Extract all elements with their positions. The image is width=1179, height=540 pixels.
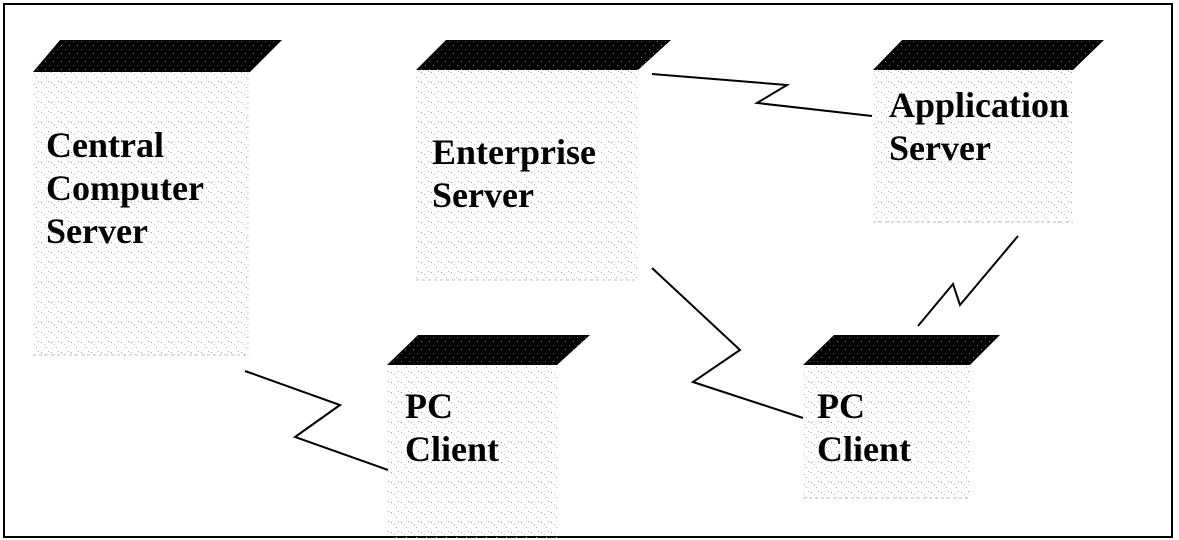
pc-client-right-label-line-1: PC (817, 386, 865, 426)
pc-client-right-label-line-2: Client (817, 429, 911, 469)
enterprise-server-label: Enterprise Server (432, 131, 596, 217)
enterprise-server-label-line-1: Enterprise (432, 132, 596, 172)
enterprise-server-node (416, 40, 671, 281)
pc-client-left-label-line-1: PC (405, 386, 453, 426)
central-server-label: Central Computer Server (46, 124, 204, 253)
link-enterprise-to-application (651, 73, 873, 117)
pc-client-right-node (803, 335, 1000, 499)
application-server-label: Application Server (889, 84, 1069, 170)
application-server-label-line-1: Application (889, 85, 1070, 125)
diagram-frame (3, 3, 1173, 538)
link-application-to-pc-right (917, 235, 1019, 327)
pc-client-left-body (387, 365, 557, 540)
pc-client-left-label: PC Client (405, 385, 499, 471)
pc-client-right-body (803, 365, 970, 498)
central-server-body (33, 72, 248, 355)
application-server-node (873, 40, 1104, 223)
link-enterprise-to-pc-right (651, 267, 804, 419)
central-server-label-line-2: Computer (46, 168, 204, 208)
enterprise-server-body (416, 70, 638, 280)
pc-client-left-node (387, 335, 590, 540)
central-server-label-line-3: Server (46, 211, 148, 251)
central-server-label-line-1: Central (46, 125, 164, 165)
application-server-label-line-2: Server (889, 128, 991, 168)
enterprise-server-label-line-2: Server (432, 175, 534, 215)
link-central-to-pc-left (244, 370, 389, 471)
pc-client-right-label: PC Client (817, 385, 911, 471)
application-server-body (873, 70, 1073, 222)
pc-client-left-label-line-2: Client (405, 429, 499, 469)
central-computer-server-node (33, 40, 282, 356)
